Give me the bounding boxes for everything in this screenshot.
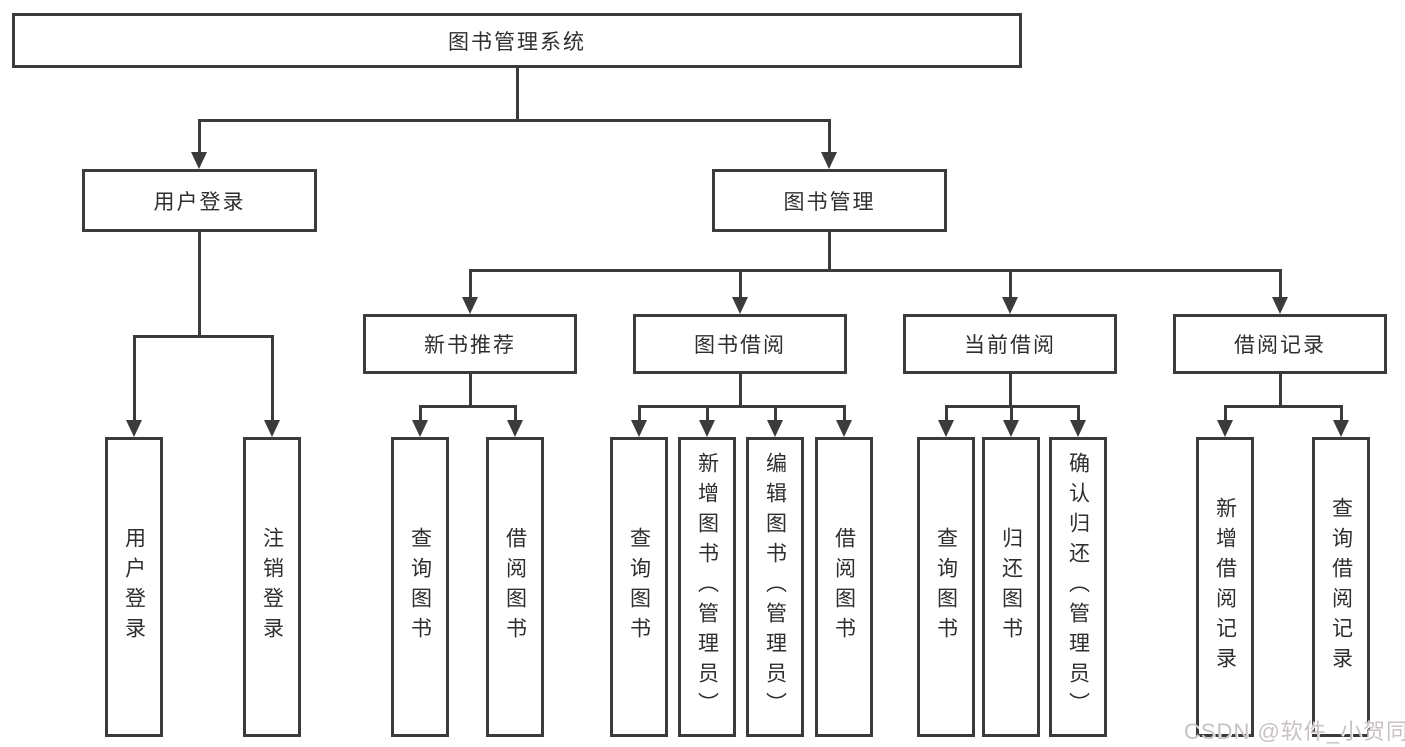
leaf-label: 查询图书 <box>934 527 958 647</box>
node-label: 用户登录 <box>153 190 246 214</box>
connector-line <box>514 405 517 422</box>
arrow-down-icon <box>1272 297 1288 314</box>
node-label: 当前借阅 <box>964 334 1056 357</box>
leaf-label: 查询图书 <box>408 527 432 647</box>
node-library-management-system: 图书管理系统 <box>12 13 1022 68</box>
node-borrow-record: 借阅记录 <box>1173 314 1387 374</box>
connector-line <box>271 335 274 422</box>
leaf-query-books-current: 查询图书 <box>917 437 975 737</box>
node-current-borrow: 当前借阅 <box>903 314 1117 374</box>
arrow-down-icon <box>1333 420 1349 437</box>
connector-line <box>419 405 517 408</box>
leaf-logout-login: 注销登录 <box>243 437 301 737</box>
arrow-down-icon <box>507 420 523 437</box>
arrow-down-icon <box>191 152 207 169</box>
arrow-down-icon <box>732 297 748 314</box>
node-label: 借阅记录 <box>1234 334 1326 357</box>
leaf-return-books: 归还图书 <box>982 437 1040 737</box>
leaf-add-borrow-record: 新增借阅记录 <box>1196 437 1254 737</box>
leaf-edit-books-admin: 编辑图书（管理员） <box>746 437 804 737</box>
leaf-query-books-borrow: 查询图书 <box>610 437 668 737</box>
leaf-query-books-newbook: 查询图书 <box>391 437 449 737</box>
leaf-confirm-return-admin: 确认归还（管理员） <box>1049 437 1107 737</box>
arrow-down-icon <box>836 420 852 437</box>
connector-line <box>198 232 201 337</box>
node-book-management: 图书管理 <box>712 169 947 232</box>
arrow-down-icon <box>462 297 478 314</box>
connector-line <box>469 374 472 407</box>
connector-line <box>133 335 274 338</box>
connector-line <box>1010 405 1013 422</box>
leaf-borrow-books-borrow: 借阅图书 <box>815 437 873 737</box>
connector-line <box>638 405 846 408</box>
leaf-label: 查询借阅记录 <box>1329 497 1353 677</box>
connector-line <box>638 405 641 422</box>
arrow-down-icon <box>1217 420 1233 437</box>
connector-line <box>706 405 709 422</box>
connector-line <box>198 119 831 122</box>
leaf-label: 归还图书 <box>999 527 1023 647</box>
csdn-watermark: CSDN @软件_小贺同学 <box>1184 719 1405 744</box>
arrow-down-icon <box>1003 420 1019 437</box>
connector-line <box>1224 405 1227 422</box>
connector-line <box>1077 405 1080 422</box>
node-label: 图书管理系统 <box>448 30 586 54</box>
leaf-label: 编辑图书（管理员） <box>763 452 787 722</box>
leaf-label: 注销登录 <box>260 527 284 647</box>
leaf-label: 查询图书 <box>627 527 651 647</box>
connector-line <box>1279 269 1282 299</box>
arrow-down-icon <box>821 152 837 169</box>
arrow-down-icon <box>938 420 954 437</box>
connector-line <box>945 405 948 422</box>
connector-line <box>469 269 472 299</box>
leaf-label: 确认归还（管理员） <box>1066 452 1090 722</box>
connector-line <box>828 119 831 154</box>
arrow-down-icon <box>699 420 715 437</box>
leaf-add-books-admin: 新增图书（管理员） <box>678 437 736 737</box>
arrow-down-icon <box>126 420 142 437</box>
arrow-down-icon <box>264 420 280 437</box>
connector-line <box>419 405 422 422</box>
connector-line <box>198 119 201 154</box>
connector-line <box>1279 374 1282 407</box>
connector-line <box>739 269 742 299</box>
leaf-borrow-books-newbook: 借阅图书 <box>486 437 544 737</box>
node-label: 图书管理 <box>783 190 876 214</box>
connector-line <box>828 232 831 272</box>
node-label: 新书推荐 <box>424 334 516 357</box>
connector-line <box>843 405 846 422</box>
connector-line <box>774 405 777 422</box>
connector-line <box>1340 405 1343 422</box>
connector-line <box>133 335 136 422</box>
arrow-down-icon <box>1070 420 1086 437</box>
arrow-down-icon <box>1002 297 1018 314</box>
node-book-borrow: 图书借阅 <box>633 314 847 374</box>
leaf-query-borrow-record: 查询借阅记录 <box>1312 437 1370 737</box>
leaf-label: 借阅图书 <box>832 527 856 647</box>
leaf-user-login: 用户登录 <box>105 437 163 737</box>
leaf-label: 借阅图书 <box>503 527 527 647</box>
connector-line <box>1009 374 1012 407</box>
connector-line <box>516 68 519 121</box>
connector-line <box>739 374 742 407</box>
connector-line <box>1009 269 1012 299</box>
node-label: 图书借阅 <box>694 334 786 357</box>
leaf-label: 新增图书（管理员） <box>695 452 719 722</box>
arrow-down-icon <box>767 420 783 437</box>
node-new-book-recommend: 新书推荐 <box>363 314 577 374</box>
connector-line <box>1224 405 1343 408</box>
node-user-login: 用户登录 <box>82 169 317 232</box>
leaf-label: 新增借阅记录 <box>1213 497 1237 677</box>
arrow-down-icon <box>412 420 428 437</box>
connector-line <box>469 269 1282 272</box>
arrow-down-icon <box>631 420 647 437</box>
leaf-label: 用户登录 <box>122 527 146 647</box>
